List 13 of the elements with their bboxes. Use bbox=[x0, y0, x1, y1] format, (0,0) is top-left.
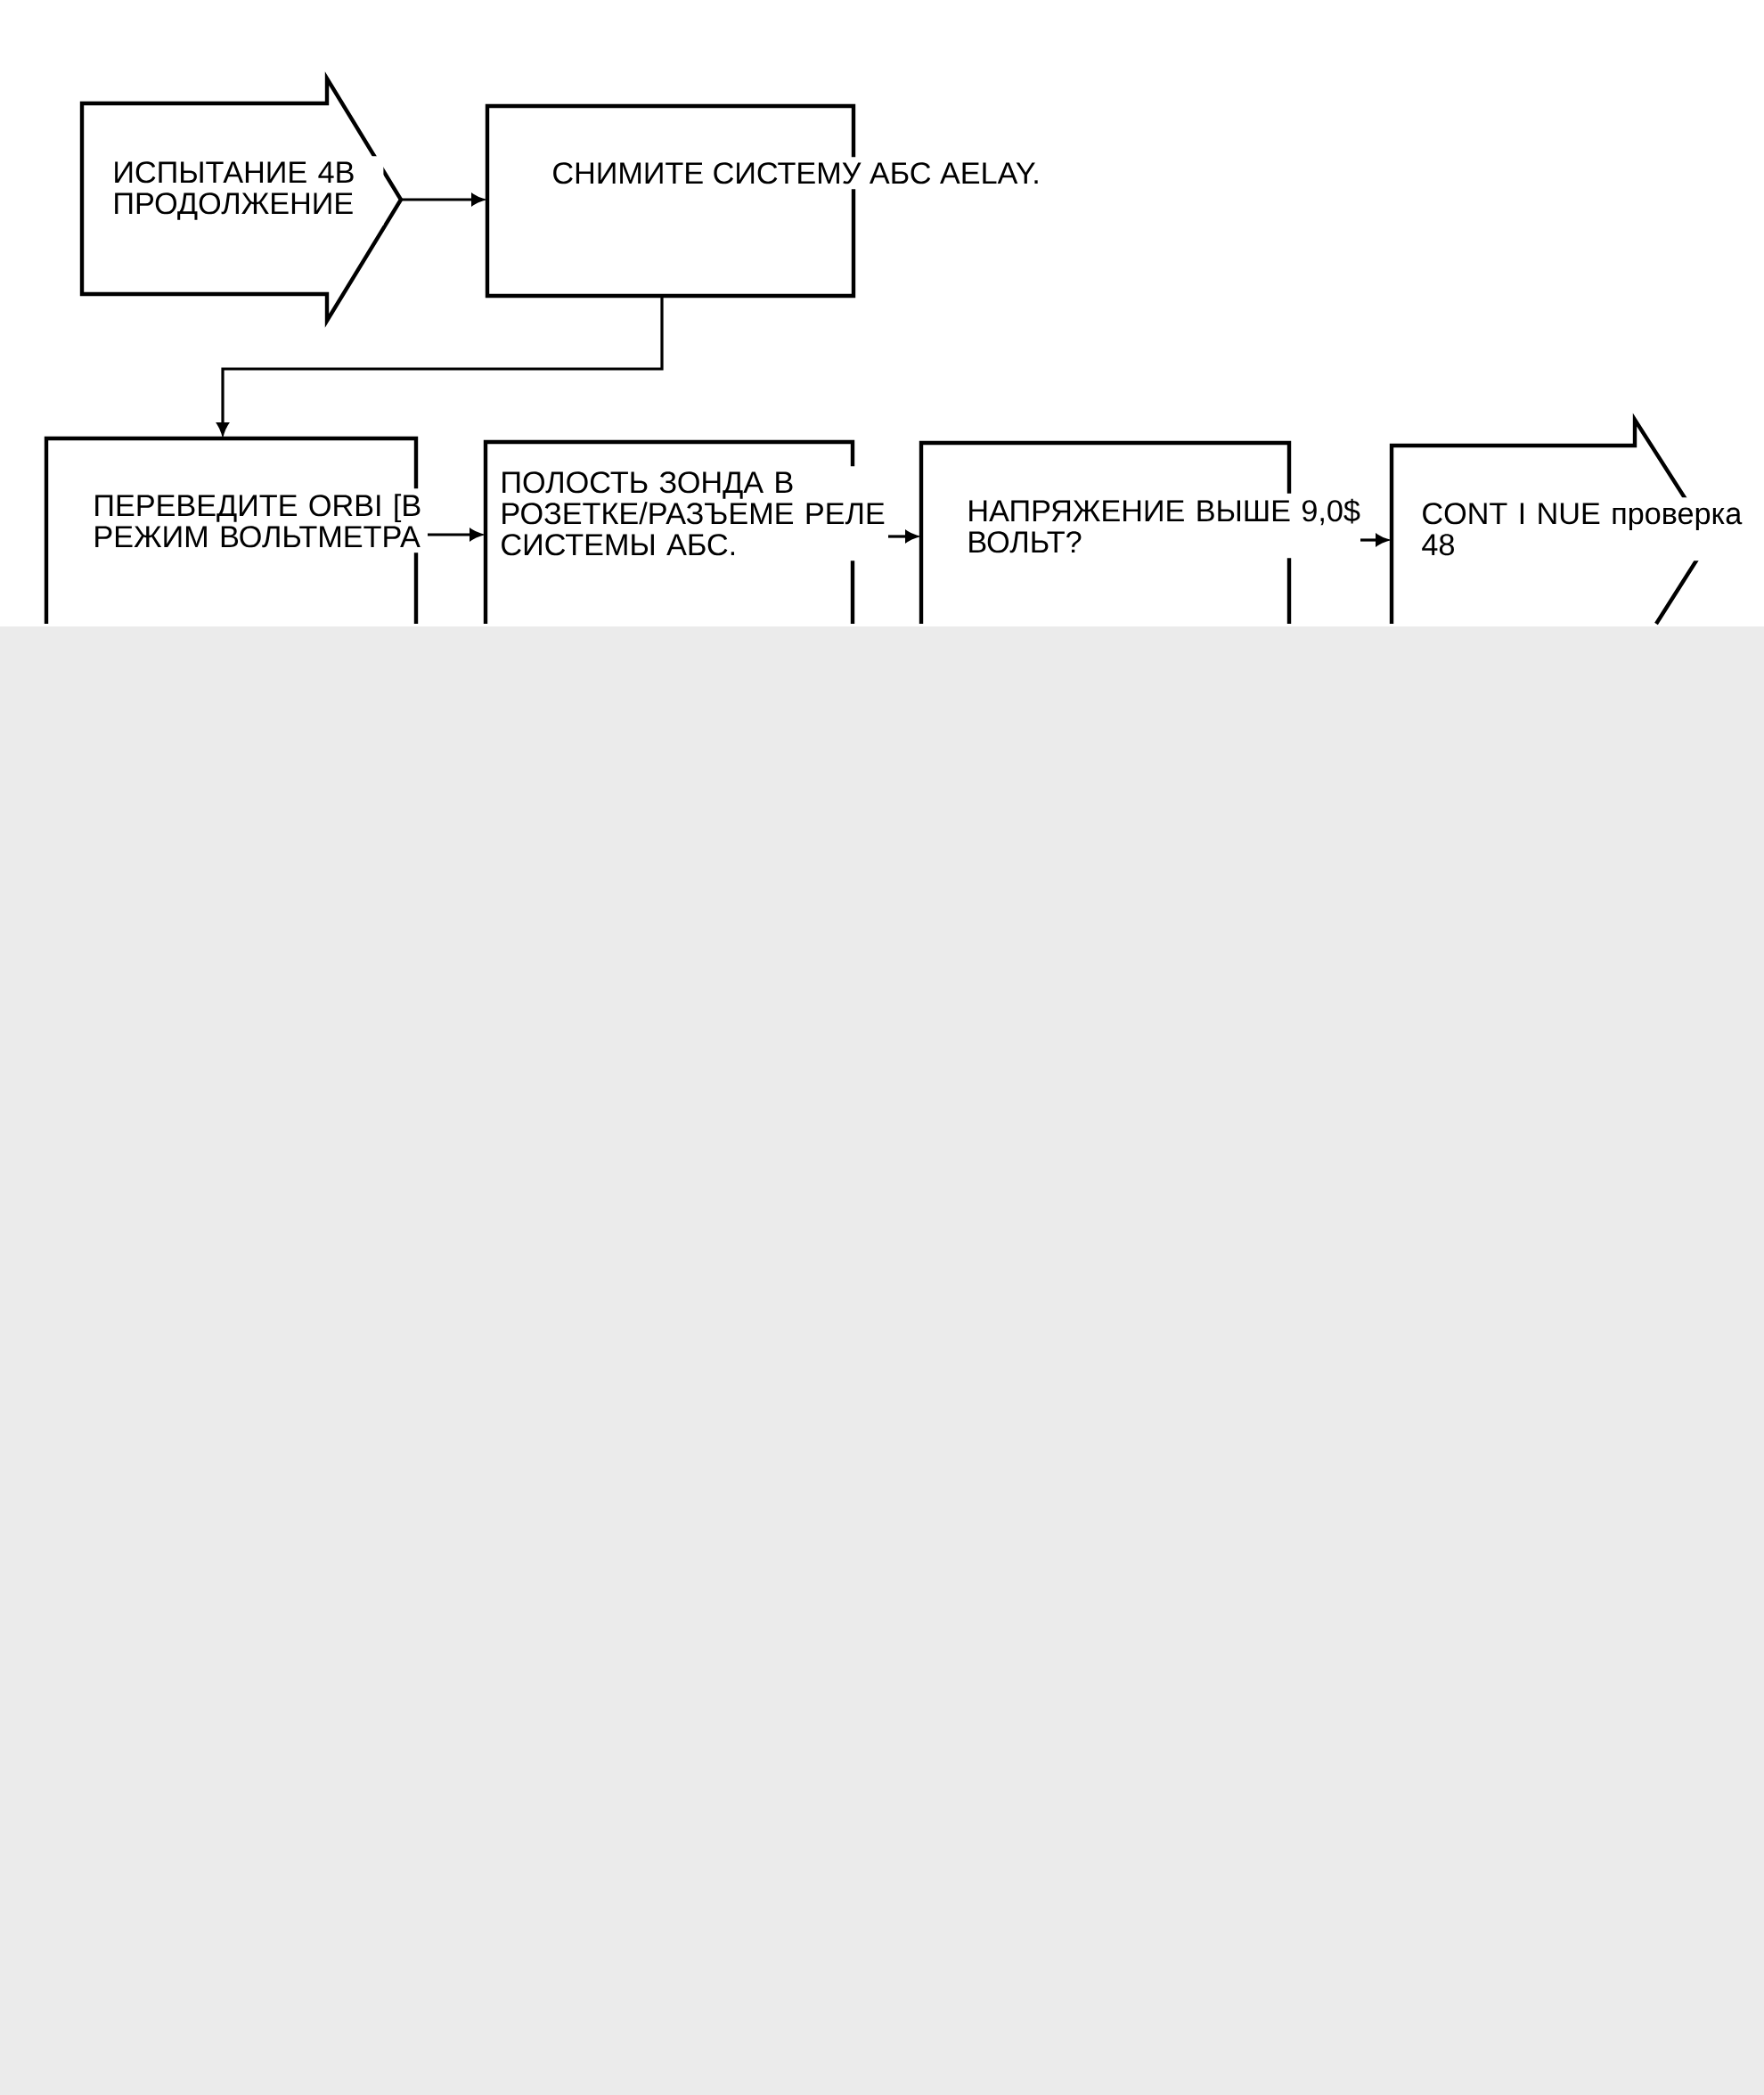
process-box: ПОЛОСТЬ ЗОНДА В РОЗЕТКЕ/РАЗЪЕМЕ РЕЛЕ СИСТЕМЫ АБС. bbox=[483, 439, 914, 624]
process-box: НАПРЯЖЕНИЕ ВЫШЕ 9,0$ ВОЛЬТ? bbox=[919, 440, 1390, 624]
arrow bbox=[216, 296, 664, 435]
process-box: СНИМИТЕ СИСТЕМУ АБС AELAY. bbox=[485, 103, 1044, 299]
node-label: ПЕРЕВЕДИТЕ ORBI [В РЕЖИМ ВОЛЬТМЕТРА bbox=[95, 494, 421, 548]
node-label: CONT I NUE проверка 48 bbox=[1422, 503, 1743, 556]
arrow bbox=[428, 528, 482, 541]
arrow bbox=[401, 193, 484, 206]
arrow bbox=[1360, 534, 1388, 546]
node-label: ПОЛОСТЬ ЗОНДА В РОЗЕТКЕ/РАЗЪЕМЕ РЕЛЕ СИСТЕМЫ АБС. bbox=[502, 471, 885, 556]
process-box: ПЕРЕВЕДИТЕ ORBI [В РЕЖИМ ВОЛЬТМЕТРА bbox=[44, 436, 471, 624]
arrow bbox=[888, 530, 918, 543]
node-label: НАПРЯЖЕНИЕ ВЫШЕ 9,0$ ВОЛЬТ? bbox=[969, 498, 1360, 553]
